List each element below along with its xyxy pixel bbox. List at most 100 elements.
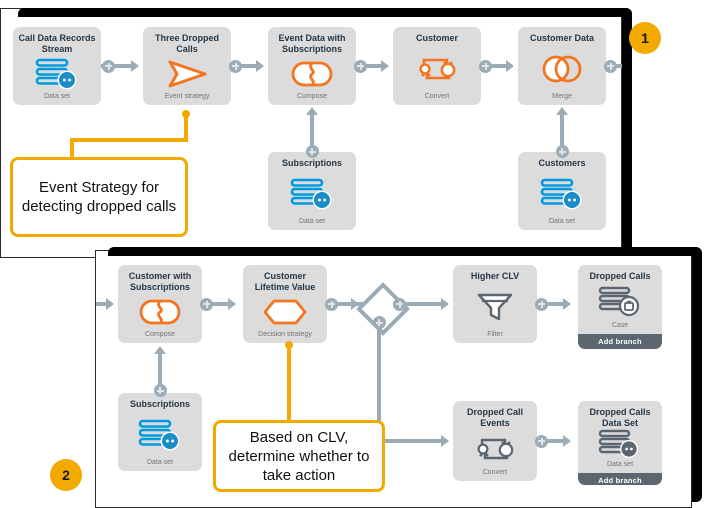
arrow-4-5 <box>506 60 514 72</box>
add-step-plus-icon-10[interactable] <box>393 297 406 311</box>
add-step-plus-icon-4[interactable] <box>479 59 492 73</box>
node-title: Customer <box>415 33 458 43</box>
compose-icon <box>268 55 356 93</box>
arrow-subscriptions2-up <box>154 346 166 354</box>
node-subtitle: Data set <box>606 461 634 468</box>
node-dropped-calls-data-set[interactable]: Dropped Calls Data Set Data set Add bran… <box>578 401 662 485</box>
callout-event-strategy: Event Strategy for detecting dropped cal… <box>10 157 188 237</box>
node-subtitle: Data set <box>146 459 174 466</box>
node-subtitle: Data set <box>298 218 326 225</box>
arrow-2-3 <box>256 60 264 72</box>
compose-icon <box>118 293 202 331</box>
add-step-plus-icon-14[interactable] <box>153 384 167 397</box>
merge-icon <box>518 44 606 93</box>
connector-entry <box>96 302 110 306</box>
node-title: Subscriptions <box>281 158 342 168</box>
node-subtitle: Case <box>611 322 629 329</box>
add-step-plus-icon-2[interactable] <box>229 59 242 73</box>
node-subtitle: Filter <box>487 331 503 338</box>
node-subtitle: Compose <box>145 331 175 338</box>
connector-customers-up <box>560 114 564 152</box>
add-step-plus-icon-7[interactable] <box>555 145 569 158</box>
add-step-plus-icon-5[interactable] <box>604 59 617 73</box>
add-step-plus-icon-11[interactable] <box>535 297 548 311</box>
event-strategy-icon <box>143 55 231 93</box>
arrow-entry <box>106 298 114 310</box>
node-subtitle: Convert <box>482 469 508 476</box>
node-title: Subscriptions <box>129 399 190 409</box>
node-subtitle: Decision strategy <box>258 331 312 338</box>
connector-diamond-down <box>377 317 381 443</box>
add-step-plus-icon-9[interactable] <box>325 297 338 311</box>
node-subtitle: Data set <box>548 218 576 225</box>
connector-exit-right <box>606 64 628 68</box>
node-subtitle: Event strategy <box>164 93 210 100</box>
connector-subscriptions-up <box>310 114 314 152</box>
data-set-icon <box>268 169 356 218</box>
convert-icon <box>393 44 481 93</box>
connector-3-4 <box>356 64 385 68</box>
node-call-data-records-stream[interactable]: Call Data Records Stream Data set <box>13 27 101 105</box>
case-data-icon <box>578 282 662 322</box>
add-step-plus-icon-3[interactable] <box>354 59 367 73</box>
connector-2-3 <box>231 64 260 68</box>
arrow-diamond-clv <box>441 298 449 310</box>
node-title: Dropped Calls <box>589 271 651 281</box>
node-title: Customer Data <box>529 33 594 43</box>
callout-text: Based on CLV, determine whether to take … <box>228 428 370 484</box>
arrow-p2-2-diamond <box>351 298 359 310</box>
node-title: Event Data with Subscriptions <box>278 33 346 54</box>
data-set-grey-icon <box>578 429 662 461</box>
decision-icon <box>243 293 327 331</box>
panel-1-shadow-top <box>18 8 632 17</box>
node-subtitle: Data set <box>43 93 71 100</box>
arrow-1-2 <box>131 60 139 72</box>
arrow-branch-right <box>441 435 449 447</box>
node-customer-with-subscriptions[interactable]: Customer with Subscriptions Compose <box>118 265 202 343</box>
arrow-clv-dropped <box>563 298 571 310</box>
badge-step-1: 1 <box>629 22 661 54</box>
arrow-p2-1-2 <box>228 298 236 310</box>
node-event-data-with-subscriptions[interactable]: Event Data with Subscriptions Compose <box>268 27 356 105</box>
add-branch-button[interactable]: Add branch <box>578 334 662 349</box>
add-branch-button[interactable]: Add branch <box>578 473 662 485</box>
connector-p2-1-2 <box>202 302 232 306</box>
node-title: Three Dropped Calls <box>154 33 219 54</box>
arrow-events-dataset <box>563 435 571 447</box>
connector-subscriptions2-up <box>158 353 162 391</box>
convert-grey-icon <box>453 429 537 469</box>
node-customer-data[interactable]: Customer Data Merge <box>518 27 606 105</box>
panel-2-shadow-right <box>692 247 702 502</box>
connector-clv-dropped <box>537 302 567 306</box>
add-step-plus-icon-13[interactable] <box>535 434 548 448</box>
callout-1-line-h <box>70 138 188 142</box>
node-customer-lifetime-value[interactable]: Customer Lifetime Value Decision strateg… <box>243 265 327 343</box>
node-higher-clv[interactable]: Higher CLV Filter <box>453 265 537 343</box>
panel-2-shadow-top <box>108 247 698 256</box>
node-title: Dropped Calls Data Set <box>589 407 651 428</box>
node-dropped-call-events[interactable]: Dropped Call Events Convert <box>453 401 537 481</box>
node-title: Customers <box>538 158 586 168</box>
data-set-icon <box>13 55 101 93</box>
panel-2: Customer with Subscriptions Compose Cust… <box>95 250 692 508</box>
add-step-plus-icon-8[interactable] <box>200 297 213 311</box>
node-three-dropped-calls[interactable]: Three Dropped Calls Event strategy <box>143 27 231 105</box>
add-step-plus-icon-6[interactable] <box>305 145 319 158</box>
node-subtitle: Merge <box>552 93 572 100</box>
node-subscriptions[interactable]: Subscriptions Data set <box>268 152 356 230</box>
node-title: Higher CLV <box>470 271 520 281</box>
node-dropped-calls-case[interactable]: Dropped Calls Case Add branch <box>578 265 662 349</box>
callout-1-line-v1 <box>184 112 188 140</box>
connector-diamond-clv <box>395 302 443 306</box>
add-step-plus-icon-12[interactable] <box>372 316 386 329</box>
node-title: Customer with Subscriptions <box>128 271 192 292</box>
node-subtitle: Compose <box>297 93 327 100</box>
node-customers[interactable]: Customers Data set <box>518 152 606 230</box>
node-customer[interactable]: Customer Convert <box>393 27 481 105</box>
node-title: Call Data Records Stream <box>18 33 96 54</box>
node-subscriptions-2[interactable]: Subscriptions Data set <box>118 393 202 471</box>
data-set-icon <box>118 410 202 459</box>
connector-1-2 <box>101 64 134 68</box>
add-step-plus-icon-1[interactable] <box>102 59 115 73</box>
filter-icon <box>453 282 537 331</box>
